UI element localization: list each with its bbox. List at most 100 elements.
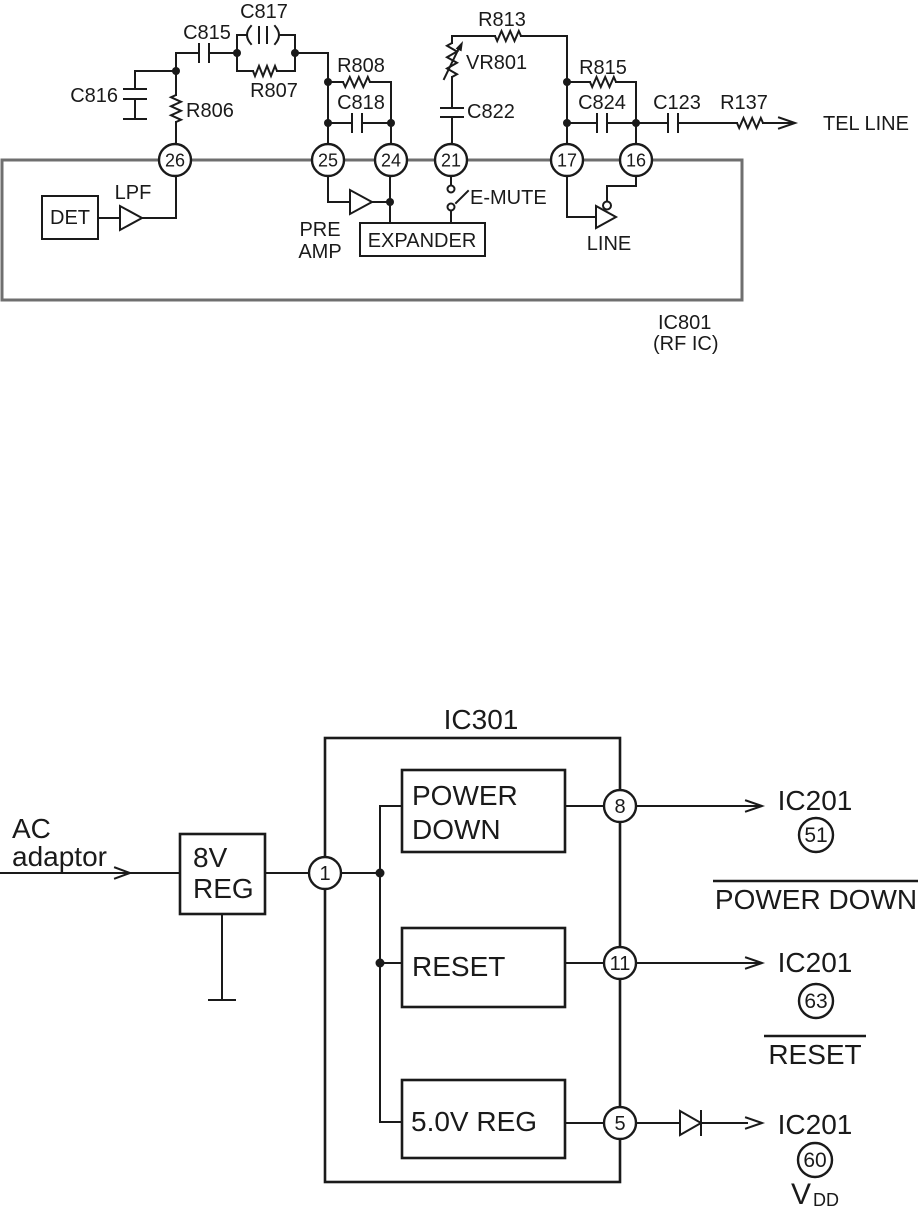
output-reset: IC201 63 RESET xyxy=(764,947,866,1070)
resistor-r815-symbol xyxy=(589,74,617,90)
label-ac: AC xyxy=(12,813,51,844)
label-c817: C817 xyxy=(240,1,288,23)
pin-17-number: 17 xyxy=(557,151,577,171)
label-c816: C816 xyxy=(70,85,118,107)
label-det: DET xyxy=(50,207,90,229)
pin-5-number: 5 xyxy=(614,1113,625,1135)
pin-26-number: 26 xyxy=(165,151,185,171)
pin8-output-arrowhead xyxy=(744,799,766,813)
pin-24-number: 24 xyxy=(381,151,401,171)
label-expander: EXPANDER xyxy=(368,230,477,252)
ic201-pin-51: 51 xyxy=(804,824,827,847)
ic201-pin-60: 60 xyxy=(803,1149,826,1172)
label-ic201-1: IC201 xyxy=(778,785,853,816)
label-r808: R808 xyxy=(337,55,385,77)
pin-11-number: 11 xyxy=(610,953,631,975)
label-power-down-signal: POWER DOWN xyxy=(715,884,917,915)
line-amp-symbol xyxy=(595,200,619,230)
varistor-vr801-symbol xyxy=(442,41,463,81)
resistor-r806-symbol xyxy=(168,94,184,123)
e-mute-switch-symbol xyxy=(446,184,470,212)
resistor-r137-symbol xyxy=(736,115,764,131)
rf-ic-diagram: 26 25 24 21 17 16 C817 C815 R807 C816 R8… xyxy=(0,1,909,355)
label-reg: REG xyxy=(193,873,254,904)
resistor-r807-symbol xyxy=(252,63,278,79)
label-tel-line: TEL LINE xyxy=(823,113,909,135)
resistor-r813-symbol xyxy=(494,28,522,44)
reg-8v-block xyxy=(178,832,267,916)
capacitor-c822-symbol xyxy=(440,107,464,118)
ic201-pin-63: 63 xyxy=(804,990,827,1013)
reset-block xyxy=(400,926,567,1009)
label-r813: R813 xyxy=(478,9,526,31)
label-r137: R137 xyxy=(720,92,768,114)
label-ic301: IC301 xyxy=(444,704,519,735)
label-vdd-main: V xyxy=(791,1178,811,1210)
top-signal-wires xyxy=(97,34,794,224)
pin-21: 21 xyxy=(433,142,469,178)
pin-25-number: 25 xyxy=(318,151,338,171)
capacitor-c123-symbol xyxy=(667,113,679,133)
label-8v: 8V xyxy=(193,842,228,873)
ic301-pins: 1 8 11 5 xyxy=(307,788,638,1141)
resistor-r808-symbol xyxy=(342,74,371,90)
pin-1-number: 1 xyxy=(319,863,330,885)
label-reset-signal: RESET xyxy=(768,1039,861,1070)
label-adaptor: adaptor xyxy=(12,841,107,872)
reg-5v-block xyxy=(400,1078,567,1160)
label-c822: C822 xyxy=(467,101,515,123)
capacitor-c818-symbol xyxy=(351,113,363,133)
capacitor-c817-symbol xyxy=(246,24,280,46)
bottom-junction-dots xyxy=(375,868,385,968)
tel-line-arrowhead xyxy=(777,116,799,130)
label-ic201-3: IC201 xyxy=(778,1109,853,1140)
label-5v-reg: 5.0V REG xyxy=(411,1106,537,1137)
lpf-amp-symbol xyxy=(119,204,145,232)
pin-8-number: 8 xyxy=(614,796,625,818)
label-amp: AMP xyxy=(298,241,341,263)
ic801-outline-box xyxy=(0,158,744,302)
pin-8: 8 xyxy=(602,788,638,824)
label-reset-block: RESET xyxy=(412,951,505,982)
top-junction-dots xyxy=(172,49,640,206)
label-power: POWER xyxy=(412,780,518,811)
label-line-amp: LINE xyxy=(587,233,631,255)
label-c824: C824 xyxy=(578,92,626,114)
label-e-mute: E-MUTE xyxy=(470,187,547,209)
label-pre: PRE xyxy=(299,219,340,241)
pin-1: 1 xyxy=(307,855,343,891)
capacitor-c824-symbol xyxy=(596,113,608,133)
pin-16-number: 16 xyxy=(626,151,646,171)
pin5-output-arrowhead xyxy=(744,1116,766,1130)
pin-5: 5 xyxy=(602,1105,638,1141)
capacitor-c816-symbol xyxy=(123,70,147,120)
label-ic801-type: (RF IC) xyxy=(653,333,719,355)
pin-11: 11 xyxy=(602,945,638,981)
label-ic801: IC801 xyxy=(658,312,711,334)
expander-block xyxy=(359,222,486,257)
pin-25: 25 xyxy=(310,142,346,178)
power-ic-diagram: 1 8 11 5 IC301 AC adaptor 8V REG POWER D… xyxy=(0,704,918,1210)
label-down: DOWN xyxy=(412,814,501,845)
label-ic201-2: IC201 xyxy=(778,947,853,978)
label-lpf: LPF xyxy=(115,182,152,204)
output-power-down: IC201 51 POWER DOWN xyxy=(713,785,918,915)
ac-input-arrowhead xyxy=(113,866,133,880)
label-r807: R807 xyxy=(250,80,298,102)
ic801-pins: 26 25 24 21 17 16 xyxy=(157,142,654,178)
label-c123: C123 xyxy=(653,92,701,114)
pre-amp-symbol xyxy=(349,188,375,216)
pin11-output-arrowhead xyxy=(744,956,766,970)
label-c818: C818 xyxy=(337,92,385,114)
power-down-block xyxy=(400,768,567,854)
output-vdd: IC201 60 V DD xyxy=(778,1109,853,1210)
diode-symbol xyxy=(679,1109,704,1137)
label-r815: R815 xyxy=(579,57,627,79)
det-block xyxy=(41,195,99,240)
label-vr801: VR801 xyxy=(466,52,527,74)
label-c815: C815 xyxy=(183,22,231,44)
pin-16: 16 xyxy=(618,142,654,178)
pin-21-number: 21 xyxy=(441,151,461,171)
